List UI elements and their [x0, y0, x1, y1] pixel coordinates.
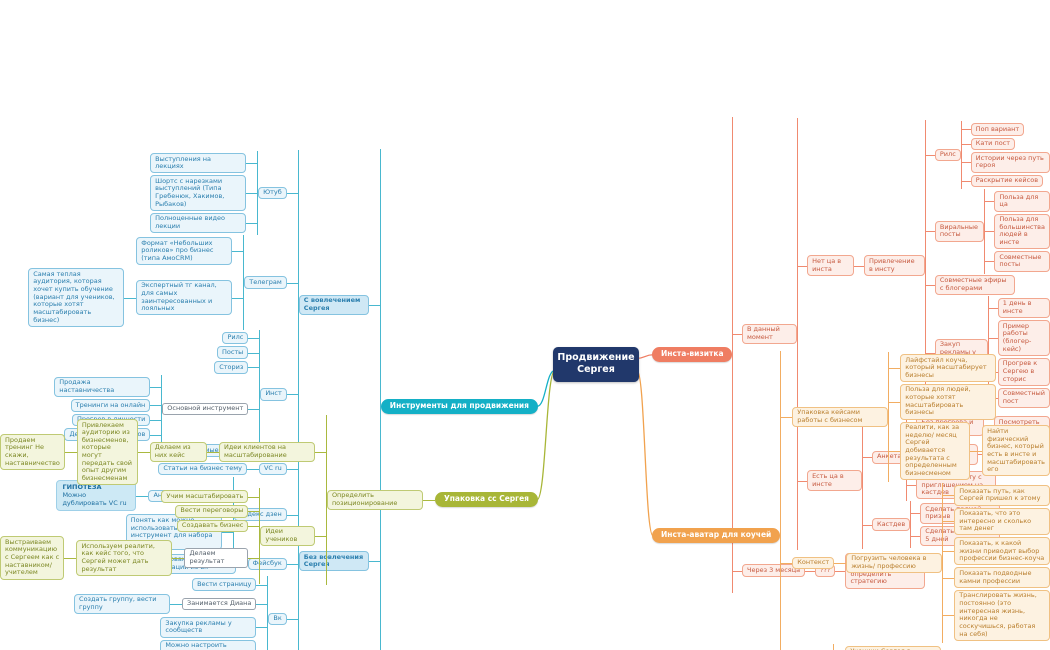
mindmap-node[interactable]: Рилс — [934, 148, 961, 162]
mindmap-node[interactable]: С вовлечением Сергея — [298, 294, 369, 316]
mindmap-node[interactable]: Определить позиционирование — [326, 489, 423, 510]
mindmap-node[interactable]: Полноценные видео лекции — [150, 212, 247, 234]
mindmap-node[interactable]: Вести страницу — [192, 578, 257, 591]
mindmap-node[interactable]: Кати пост — [970, 137, 1016, 151]
mindmap-node[interactable]: Создать группу, вести группу — [74, 593, 171, 615]
central-topic[interactable]: Продвижение Сергея — [553, 347, 639, 382]
mindmap-node[interactable]: Вк — [268, 612, 287, 626]
branch-curve-packaging — [536, 369, 556, 501]
mindmap-node-line: ГИПОТЕЗА — [62, 483, 102, 492]
branch-tools-tree: Инструменты для продвижения С вовлечением… — [28, 149, 538, 650]
mindmap-node[interactable]: Транслировать жизнь, постоянно (это инте… — [954, 589, 1050, 641]
branch-avatar-tree: Инста-аватар для коучей Упаковка кейсами … — [652, 350, 1050, 650]
branch-topic[interactable]: Инструменты для продвижения — [380, 399, 538, 414]
mindmap-node[interactable]: Совместные эфиры с блогерами — [934, 274, 1015, 295]
mindmap-node[interactable]: Посты — [216, 346, 249, 360]
mindmap-node[interactable]: Польза для большинства людей в инсте — [994, 213, 1050, 250]
mindmap-node[interactable]: Самая теплая аудитория, которая хочет ку… — [28, 268, 125, 327]
mindmap-node[interactable]: Лайфстайл коуча, который масштабирует би… — [900, 354, 997, 382]
mindmap-node[interactable]: Продажа наставничества — [54, 376, 151, 398]
mindmap-node[interactable]: Делаем результат — [184, 547, 249, 569]
mindmap-node[interactable]: Телеграм — [244, 276, 287, 289]
mindmap-node[interactable]: Совместные посты — [994, 251, 1050, 272]
mindmap-node[interactable]: Инст — [260, 387, 287, 401]
mindmap-node[interactable]: Закупка рекламы у сообществ — [160, 617, 257, 638]
mindmap-node[interactable]: Есть ца в инсте — [807, 470, 862, 491]
mindmap-node[interactable]: Раскрытие кейсов — [970, 174, 1044, 188]
mindmap-node[interactable]: Показать, что это интересно и сколько та… — [954, 507, 1050, 536]
mindmap-node[interactable]: Показать подводные камни профессии — [954, 567, 1050, 588]
mindmap-node[interactable]: Кастдев — [871, 518, 911, 531]
mindmap-node[interactable]: Пример работы (блогер-кейс) — [997, 320, 1050, 356]
mindmap-node[interactable]: Прогрев к Сергею в сторис — [997, 357, 1050, 386]
mindmap-node[interactable]: 1 день в инсте — [997, 297, 1050, 319]
mindmap-node[interactable]: Привлекаем аудиторию из бизнесменов, кот… — [76, 419, 138, 486]
mindmap-node[interactable]: Без вовлечения Сергея — [298, 551, 369, 572]
branch-curve-vizitka — [636, 354, 654, 359]
mindmap-node[interactable]: Показать путь, как Сергей пришел к этому — [954, 485, 1050, 506]
mindmap-node[interactable]: Реалити, как за неделю/ месяц Сергей доб… — [900, 421, 971, 481]
central-topic-line1: Продвижение — [557, 352, 635, 363]
branch-topic[interactable]: Инста-аватар для коучей — [652, 528, 781, 544]
mindmap-node[interactable]: Формат «Небольших роликов» про бизнес (т… — [136, 237, 233, 266]
branch-topic[interactable]: Инста-визитка — [652, 347, 732, 363]
mindmap-node[interactable]: Нет ца в инста — [807, 255, 855, 276]
branch-packaging-tree: Упаковка сс Сергея Определить позициониро… — [0, 414, 538, 585]
mindmap-node[interactable]: Идеи клиентов на масштабирование — [218, 441, 315, 463]
mindmap-node[interactable]: Ютуб — [258, 186, 287, 200]
branch-topic[interactable]: Упаковка сс Сергея — [434, 492, 538, 508]
mindmap-node[interactable]: Польза для людей, которые хотят масштаби… — [900, 383, 997, 420]
mindmap-node[interactable]: Совместный пост — [997, 387, 1050, 409]
mindmap-node[interactable]: Найти физический бизнес, который есть в … — [982, 425, 1050, 477]
mindmap-node[interactable]: Статьи на бизнес тему — [158, 462, 247, 476]
mindmap-node[interactable]: Виральные посты — [934, 221, 985, 242]
mindmap-node[interactable]: Можно настроить таргет — [160, 639, 257, 650]
mindmap-node[interactable]: В данный момент — [742, 323, 798, 345]
mindmap-node[interactable]: Делаем из них кейс — [149, 441, 207, 463]
mindmap-node[interactable]: Занимается Диана — [182, 597, 257, 611]
mindmap-node[interactable]: Идеи учеников — [260, 525, 315, 547]
mindmap-node[interactable]: Поп вариант — [970, 123, 1025, 136]
mindmap-node[interactable]: Фейсбук — [247, 557, 287, 571]
mindmap-node[interactable]: Рилс — [222, 331, 249, 345]
mindmap-node[interactable]: Выступления на лекциях — [150, 153, 247, 174]
mindmap-node[interactable]: Истории через путь героя — [970, 152, 1050, 173]
mindmap-node[interactable]: Показать, к какой жизни приводит выбор п… — [954, 537, 1050, 566]
mindmap-node[interactable]: Упаковка кейсами работы с бизнесом — [792, 406, 889, 428]
mindmap-node[interactable]: Создавать бизнес — [176, 519, 249, 533]
mindmap-node[interactable]: Учим масштабировать — [161, 490, 249, 503]
mindmap-node[interactable]: Шортс с нарезками выступлений (Типа Греб… — [150, 175, 247, 211]
mindmap-node[interactable]: Используем реалити, как кейс того, что С… — [76, 540, 173, 576]
mindmap-node[interactable]: Привлечение в инсту — [864, 255, 925, 276]
mindmap-node[interactable]: Выстраиваем коммуникацию с Сергеем как с… — [0, 536, 65, 580]
mindmap-node[interactable]: Сториз — [214, 361, 249, 374]
mindmap-node[interactable]: Погрузить человека в жизнь/ профессию — [846, 552, 943, 574]
mindmap-node[interactable]: Продаем тренинг Не скажи, наставничество — [0, 434, 65, 470]
mindmap-node[interactable]: Экспертный тг канал, для самых заинтерес… — [136, 279, 233, 316]
mindmap-node-line: Можно дублировать VC ru — [62, 491, 127, 507]
branch-curve-avatar — [636, 369, 654, 537]
mindmap-node[interactable]: Основной инструмент — [162, 402, 249, 416]
mindmap-node[interactable]: Контекст — [792, 556, 835, 570]
mindmap-node[interactable]: Тренинги на онлайн — [70, 399, 151, 412]
mindmap-node[interactable]: Вести переговоры — [175, 504, 249, 518]
central-topic-line2: Сергея — [577, 364, 615, 376]
mindmap-node[interactable]: Через 3 месяца — [742, 564, 806, 578]
mindmap-node[interactable]: Ученики Сергея в Сколково — [845, 645, 942, 650]
mindmap-node[interactable]: Польза для ца — [994, 191, 1050, 212]
